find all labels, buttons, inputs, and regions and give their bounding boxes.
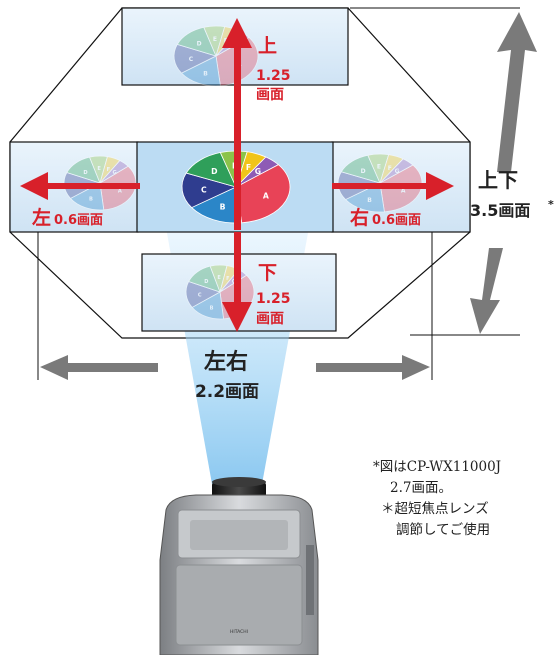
- right-value: 0.6画面: [372, 213, 421, 228]
- pie-slice-label: D: [83, 170, 87, 176]
- note-line-1: *図はCP-WX11000J: [373, 459, 501, 475]
- vertical-total-value: 3.5画面: [470, 201, 530, 220]
- pie-slice-label: D: [197, 41, 202, 48]
- vertical-down-arrow-icon: [470, 248, 503, 334]
- left-value: 0.6画面: [54, 213, 103, 228]
- up-unit: 画面: [256, 87, 284, 103]
- note-line-2: 2.7画面。: [390, 480, 452, 496]
- pie-slice: [99, 156, 121, 184]
- pie-slice: [379, 158, 414, 184]
- pie-slice: [235, 164, 291, 224]
- pie-slice-label: B: [89, 197, 93, 203]
- pie-slice: [89, 155, 108, 185]
- pie-slice-label: A: [263, 191, 269, 200]
- vertical-total-mark: *: [548, 198, 554, 211]
- pie-slice: [66, 156, 101, 184]
- arrow-right-icon: [426, 172, 454, 200]
- vertical-total-title: 上下: [478, 168, 518, 192]
- arrow-down-shaft: [234, 232, 241, 312]
- projector: HITACHI: [159, 477, 319, 655]
- down-unit: 画面: [256, 311, 284, 327]
- arrow-up-shaft: [234, 44, 241, 230]
- pie-slice-label: E: [213, 36, 217, 43]
- pie-slice-label: C: [189, 56, 194, 63]
- pie-slice-label: F: [107, 167, 111, 173]
- right-kanji: 右: [349, 206, 369, 229]
- pie-slice: [176, 26, 217, 57]
- arrow-left-shaft: [40, 183, 140, 189]
- pie-slice: [180, 55, 221, 87]
- pie-slice-label: B: [367, 197, 372, 204]
- arrow-left-icon: [20, 172, 48, 200]
- left-kanji: 左: [32, 206, 51, 229]
- vertical-up-arrow-icon: [497, 12, 537, 172]
- pie-slice: [69, 182, 105, 211]
- shift-arrows: [20, 18, 454, 332]
- pie-slice: [181, 172, 238, 209]
- pie-slice-label: G: [113, 170, 117, 176]
- pie-slice-label: D: [361, 168, 366, 175]
- pie-slice-label: A: [118, 188, 122, 194]
- footnotes: *図はCP-WX11000J 2.7画面。 ＊超短焦点レンズ 調節してご使用: [373, 459, 501, 538]
- pie-slice-label: G: [232, 279, 236, 285]
- pie-slice-label: F: [388, 165, 392, 172]
- pie-slice: [379, 154, 404, 184]
- pie-slice: [185, 281, 221, 308]
- pie-center: ABCDEFG: [181, 150, 291, 224]
- pie-slice-label: B: [203, 70, 208, 77]
- horizontal-total-value: 2.2画面: [195, 382, 259, 402]
- note-line-4: 調節してご使用: [396, 521, 490, 538]
- down-value: 1.25: [256, 291, 291, 307]
- pie-slice: [344, 182, 385, 213]
- pie-slice-label: B: [220, 203, 226, 212]
- pie-slice: [203, 25, 226, 58]
- pie-slice-label: E: [377, 164, 381, 171]
- pie-slice-label: F: [246, 163, 251, 172]
- pie-slice-label: A: [401, 188, 406, 195]
- down-kanji: 下: [258, 262, 277, 284]
- pie-slice-label: G: [255, 167, 261, 176]
- pie-slice-label: G: [395, 168, 400, 175]
- pie-slice-label: E: [217, 275, 221, 281]
- horizontal-total-title: 左右: [204, 349, 248, 375]
- up-value: 1.25: [256, 68, 291, 84]
- pie-slice-label: D: [204, 279, 208, 285]
- pie-slice: [173, 43, 218, 74]
- pie-slice-label: C: [201, 185, 207, 194]
- pie-slice-label: D: [211, 167, 217, 176]
- pie-slice: [340, 154, 381, 184]
- pie-slice: [188, 265, 221, 293]
- up-kanji: 上: [258, 35, 277, 57]
- pie-slice: [99, 160, 129, 184]
- pie-slice: [209, 264, 228, 294]
- arrow-right-shaft: [332, 183, 432, 189]
- pie-slice-label: E: [97, 166, 101, 172]
- pie-slice: [367, 153, 390, 185]
- total-range-arrows: [40, 12, 537, 380]
- pie-slice-label: B: [210, 306, 214, 312]
- pie-slice: [191, 291, 225, 320]
- pie-slice: [235, 156, 280, 188]
- note-line-3: ＊超短焦点レンズ: [381, 501, 489, 517]
- pie-slice-label: C: [198, 293, 202, 299]
- shift-labels: 上 1.25 画面 下 1.25 画面 左 0.6画面 右 0.6画面 上下 3…: [32, 35, 554, 402]
- pie-slice-label: F: [226, 276, 229, 282]
- projector-brand: HITACHI: [230, 629, 248, 635]
- pie-chart-group: ABCDEFGABCDEFGABCDEFGABCDEFGABCDEFG: [63, 25, 423, 320]
- horizontal-right-arrow-icon: [316, 355, 430, 380]
- arrow-up-icon: [222, 18, 252, 48]
- arrow-down-icon: [222, 302, 252, 332]
- horizontal-left-arrow-icon: [40, 355, 158, 380]
